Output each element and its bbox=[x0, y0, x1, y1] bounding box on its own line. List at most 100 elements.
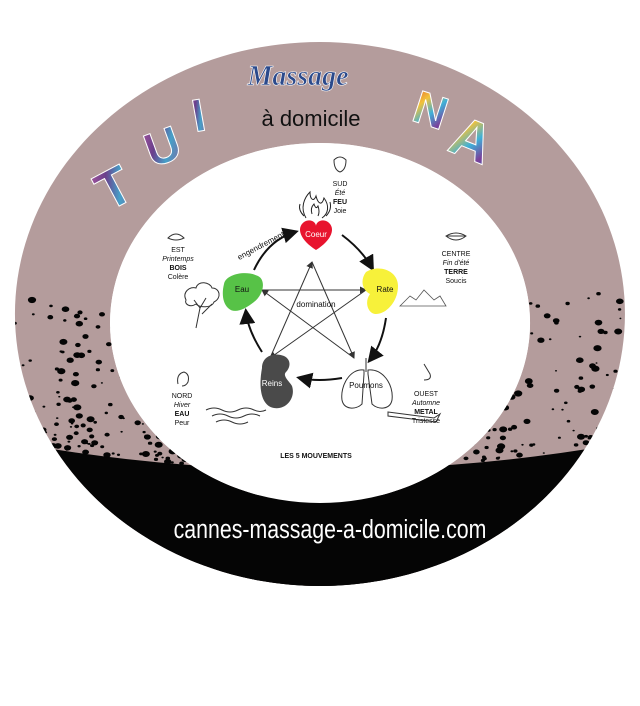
speckle-dot bbox=[58, 378, 63, 382]
speckle-dot bbox=[516, 452, 523, 458]
speckle-dot bbox=[614, 328, 623, 335]
mouth-icon bbox=[445, 232, 467, 241]
speckle-dot bbox=[565, 301, 570, 306]
speckle-dot bbox=[8, 334, 13, 337]
speckle-dot bbox=[15, 427, 19, 431]
speckle-dot bbox=[16, 412, 20, 416]
speckle-dot bbox=[602, 418, 610, 424]
speckle-dot bbox=[40, 427, 47, 433]
nose-icon bbox=[423, 363, 431, 381]
speckle-dot bbox=[81, 439, 89, 445]
speckle-dot bbox=[74, 424, 80, 429]
speckle-dot bbox=[157, 451, 163, 456]
speckle-dot bbox=[164, 458, 172, 465]
speckle-dot bbox=[153, 450, 157, 453]
label-north: NORD Hiver EAU Peur bbox=[172, 393, 193, 427]
speckle-dot bbox=[8, 331, 13, 335]
speckle-dot bbox=[59, 338, 68, 345]
speckle-dot bbox=[632, 295, 637, 299]
speckle-dot bbox=[495, 456, 500, 460]
speckle-dot bbox=[564, 401, 568, 405]
speckle-dot bbox=[86, 427, 93, 433]
speckle-dot bbox=[613, 369, 618, 373]
speckle-dot bbox=[594, 319, 603, 326]
speckle-dot bbox=[574, 384, 580, 389]
speckle-dot bbox=[596, 426, 603, 432]
speckle-dot bbox=[622, 431, 625, 434]
speckle-dot bbox=[14, 432, 19, 437]
speckle-dot bbox=[44, 444, 51, 449]
ear-icon bbox=[177, 371, 189, 387]
speckle-dot bbox=[0, 284, 5, 288]
speckle-dot bbox=[80, 423, 86, 428]
domination-star bbox=[261, 261, 367, 359]
website-url[interactable]: cannes-massage-a-domicile.com bbox=[174, 515, 487, 545]
speckle-dot bbox=[116, 453, 121, 456]
speckle-dot bbox=[20, 439, 29, 446]
speckle-dot bbox=[77, 310, 83, 315]
liver-shape bbox=[222, 273, 263, 311]
svg-text:EST: EST bbox=[171, 247, 185, 254]
svg-text:SUD: SUD bbox=[333, 181, 348, 188]
speckle-dot bbox=[30, 410, 36, 415]
speckle-dot bbox=[526, 383, 534, 388]
organ-coeur: Coeur bbox=[305, 230, 327, 239]
speckle-dot bbox=[75, 320, 84, 327]
speckle-dot bbox=[589, 384, 596, 389]
organ-rate: Rate bbox=[377, 285, 394, 294]
speckle-dot bbox=[593, 345, 602, 352]
speckle-dot bbox=[54, 367, 60, 371]
speckle-dot bbox=[87, 349, 92, 353]
speckle-dot bbox=[578, 376, 584, 380]
speckle-dot bbox=[481, 455, 486, 459]
speckle-dot bbox=[590, 409, 599, 415]
speckle-dot bbox=[1, 365, 4, 367]
speckle-dot bbox=[14, 414, 18, 418]
speckle-dot bbox=[122, 417, 125, 420]
label-west: OUEST Automne METAL Tristesse bbox=[411, 391, 440, 425]
subtitle: à domicile bbox=[261, 106, 360, 131]
speckle-dot bbox=[89, 434, 95, 439]
speckle-dot bbox=[91, 384, 97, 389]
speckle-dot bbox=[595, 362, 598, 364]
speckle-dot bbox=[63, 319, 67, 322]
speckle-dot bbox=[108, 402, 113, 407]
speckle-dot bbox=[632, 358, 635, 360]
speckle-dot bbox=[72, 372, 79, 377]
arrow-rate-poumons bbox=[367, 317, 387, 364]
speckle-dot bbox=[557, 436, 561, 439]
speckle-dot bbox=[104, 432, 110, 437]
speckle-dot bbox=[142, 430, 146, 434]
speckle-dot bbox=[95, 359, 103, 365]
speckle-dot bbox=[144, 434, 149, 438]
speckle-dot bbox=[25, 439, 34, 446]
speckle-dot bbox=[161, 456, 164, 459]
speckle-dot bbox=[120, 430, 123, 433]
outer-ring bbox=[14, 42, 625, 587]
speckle-dot bbox=[484, 445, 489, 450]
waves-icon bbox=[205, 407, 267, 425]
speckle-dot bbox=[87, 442, 91, 445]
speckle-dot bbox=[75, 413, 83, 419]
speckle-dot bbox=[33, 425, 39, 430]
speckle-dot bbox=[93, 420, 97, 424]
speckle-dot bbox=[16, 408, 22, 413]
speckle-dot bbox=[633, 437, 640, 442]
speckle-dot bbox=[537, 337, 545, 343]
speckle-dot bbox=[68, 418, 75, 424]
speckle-dot bbox=[16, 382, 21, 385]
speckle-dot bbox=[486, 436, 491, 440]
svg-text:Hiver: Hiver bbox=[174, 402, 191, 409]
speckle-dot bbox=[179, 461, 185, 466]
speckle-dot bbox=[589, 363, 596, 369]
speckle-dot bbox=[99, 312, 105, 317]
speckle-dot bbox=[61, 306, 70, 313]
speckle-dot bbox=[613, 399, 617, 402]
speckle-dot bbox=[82, 449, 89, 455]
speckle-dot bbox=[514, 390, 523, 397]
speckle-dot bbox=[67, 440, 71, 443]
speckle-dot bbox=[37, 442, 44, 448]
speckle-dot bbox=[51, 437, 58, 441]
speckle-dot bbox=[7, 328, 14, 333]
speckle-dot bbox=[21, 364, 25, 367]
